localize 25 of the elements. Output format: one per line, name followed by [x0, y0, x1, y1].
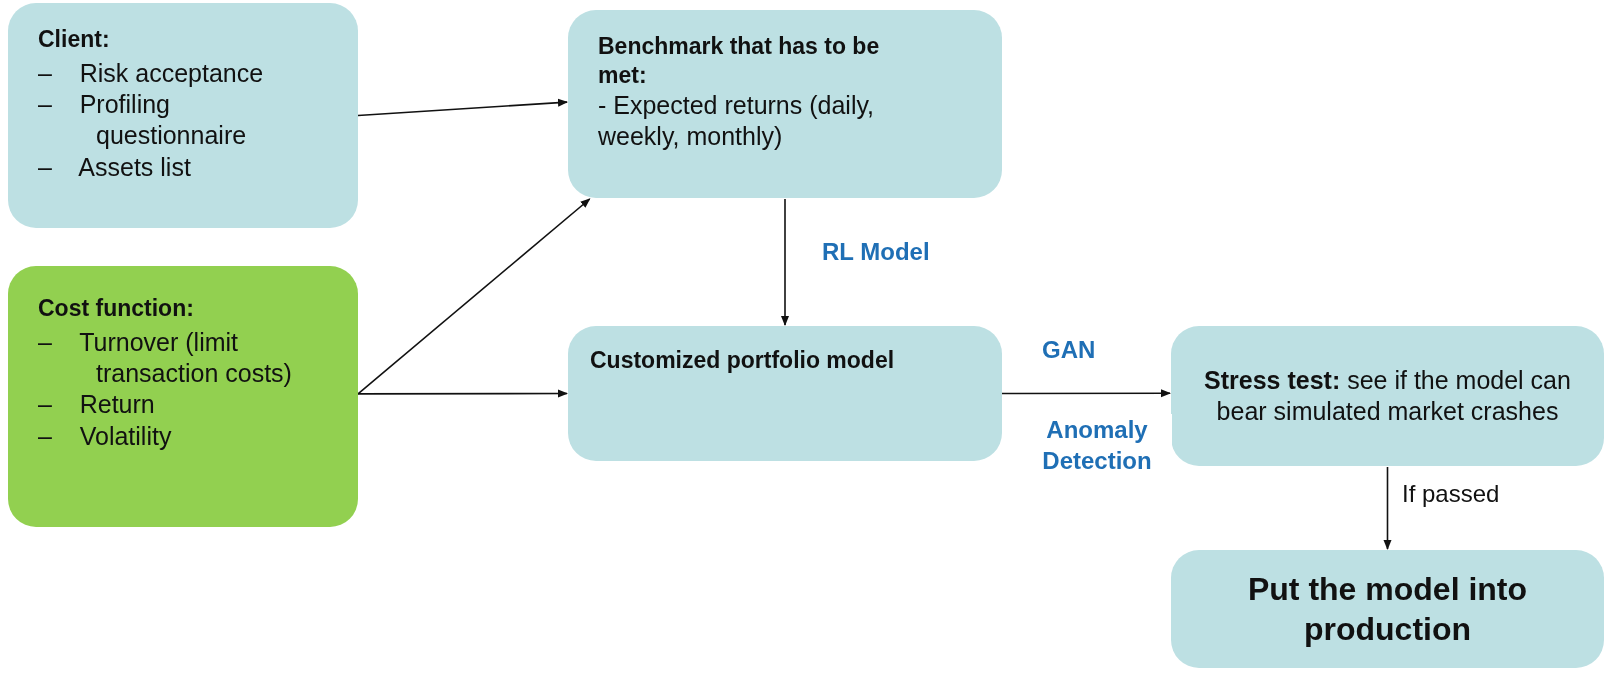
box-heading: Client: — [38, 25, 111, 54]
process-box — [1171, 550, 1604, 668]
list-item: - Expected returns (daily, weekly, monthly) — [598, 89, 876, 152]
process-box — [568, 10, 1002, 198]
arrow — [1383, 466, 1392, 550]
arrow — [1001, 389, 1171, 398]
arrow — [357, 98, 568, 117]
arrow — [357, 198, 591, 395]
process-box — [568, 326, 1002, 461]
process-box — [8, 3, 358, 228]
list-item: – Profiling questionnaire — [38, 89, 248, 152]
box-heading: Customized portfolio model — [590, 346, 896, 375]
box-heading: Benchmark that has to be met: — [598, 32, 881, 90]
box-text: Stress test: see if the model can bear simulated market crashes — [1203, 364, 1572, 427]
box-heading: Put the model into production — [1246, 570, 1529, 649]
arrow — [781, 198, 789, 326]
list-item: – Turnover (limit transaction costs) — [38, 326, 293, 389]
process-box — [1171, 326, 1604, 466]
list-item: – Volatility — [38, 420, 173, 452]
cost-function-box — [8, 266, 358, 527]
arrow — [357, 389, 568, 398]
list-item: – Return — [38, 389, 156, 421]
list-item: – Risk acceptance — [38, 57, 265, 89]
list-item: – Assets list — [38, 151, 192, 183]
box-heading: Cost function: — [38, 294, 195, 323]
